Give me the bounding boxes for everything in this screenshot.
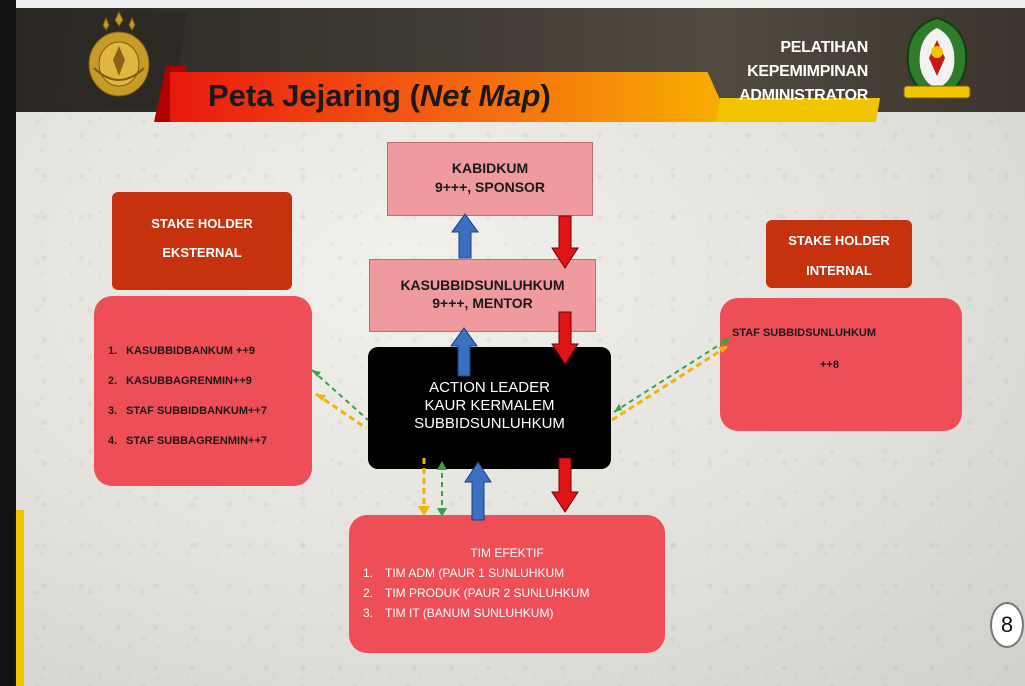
list-item: 3.STAF SUBBIDBANKUM++7 bbox=[108, 405, 267, 417]
list-item: 1.KASUBBIDBANKUM ++9 bbox=[108, 345, 255, 357]
left-black-strip bbox=[0, 0, 16, 686]
page-number: 8 bbox=[990, 602, 1024, 648]
kabidkum-title: KABIDKUM bbox=[451, 160, 529, 176]
action-leader-line-2: KAUR KERMALEM bbox=[424, 397, 555, 414]
kasubbid-mentor-box: KASUBBIDSUNLUHKUM 9+++, MENTOR bbox=[369, 259, 596, 332]
kasubbid-role: 9+++, MENTOR bbox=[432, 295, 533, 311]
tim-efektif-box: TIM EFEKTIF 1.TIM ADM (PAUR 1 SUNLUHKUM … bbox=[349, 515, 665, 653]
stakeholder-external-heading-line-1: STAKE HOLDER bbox=[151, 216, 253, 231]
left-gold-strip bbox=[16, 510, 24, 686]
stakeholder-internal-heading-line-1: STAKE HOLDER bbox=[788, 233, 890, 248]
stakeholder-external-heading-line-2: EKSTERNAL bbox=[162, 245, 242, 260]
stakeholder-internal-score: ++8 bbox=[820, 359, 839, 371]
page-title-italic: Net Map bbox=[419, 78, 541, 113]
training-institute-emblem-icon bbox=[903, 16, 971, 100]
list-item: 3.TIM IT (BANUM SUNLUHKUM) bbox=[363, 606, 554, 620]
list-item: 2.TIM PRODUK (PAUR 2 SUNLUHKUM bbox=[363, 586, 590, 600]
title-banner bbox=[170, 72, 730, 122]
stakeholder-internal-box: STAF SUBBIDSUNLUHKUM ++8 bbox=[720, 298, 962, 431]
kabidkum-role: 9+++, SPONSOR bbox=[434, 179, 546, 195]
kabidkum-sponsor-box: KABIDKUM 9+++, SPONSOR bbox=[387, 142, 593, 216]
tim-efektif-title: TIM EFEKTIF bbox=[470, 546, 544, 560]
header-top-edge bbox=[16, 0, 1025, 8]
stakeholder-external-list: 1.KASUBBIDBANKUM ++9 2.KASUBBAGRENMIN++9… bbox=[94, 296, 312, 486]
stakeholder-internal-heading: STAKE HOLDER INTERNAL bbox=[766, 220, 912, 288]
list-item: 2.KASUBBAGRENMIN++9 bbox=[108, 375, 252, 387]
stakeholder-internal-heading-line-2: INTERNAL bbox=[806, 263, 872, 278]
stakeholder-internal-item: STAF SUBBIDSUNLUHKUM bbox=[732, 327, 877, 339]
page-title: Peta Jejaring (Net Map) bbox=[208, 78, 551, 113]
list-item: 1.TIM ADM (PAUR 1 SUNLUHKUM bbox=[363, 566, 565, 580]
action-leader-line-1: ACTION LEADER bbox=[429, 379, 550, 396]
action-leader-line-3: SUBBIDSUNLUHKUM bbox=[414, 415, 565, 432]
stakeholder-external-heading: STAKE HOLDER EKSTERNAL bbox=[112, 192, 292, 290]
course-label: PELATIHAN KEPEMIMPINAN ADMINISTRATOR bbox=[738, 36, 868, 108]
course-line-1: PELATIHAN bbox=[780, 39, 868, 56]
list-item: 4.STAF SUBBAGRENMIN++7 bbox=[108, 435, 267, 447]
course-line-2: KEPEMIMPINAN bbox=[747, 63, 868, 80]
action-leader-box: ACTION LEADER KAUR KERMALEM SUBBIDSUNLUH… bbox=[368, 347, 611, 469]
police-emblem-icon bbox=[88, 10, 150, 97]
kasubbid-title: KASUBBIDSUNLUHKUM bbox=[400, 277, 565, 293]
course-line-3: ADMINISTRATOR bbox=[739, 87, 868, 104]
